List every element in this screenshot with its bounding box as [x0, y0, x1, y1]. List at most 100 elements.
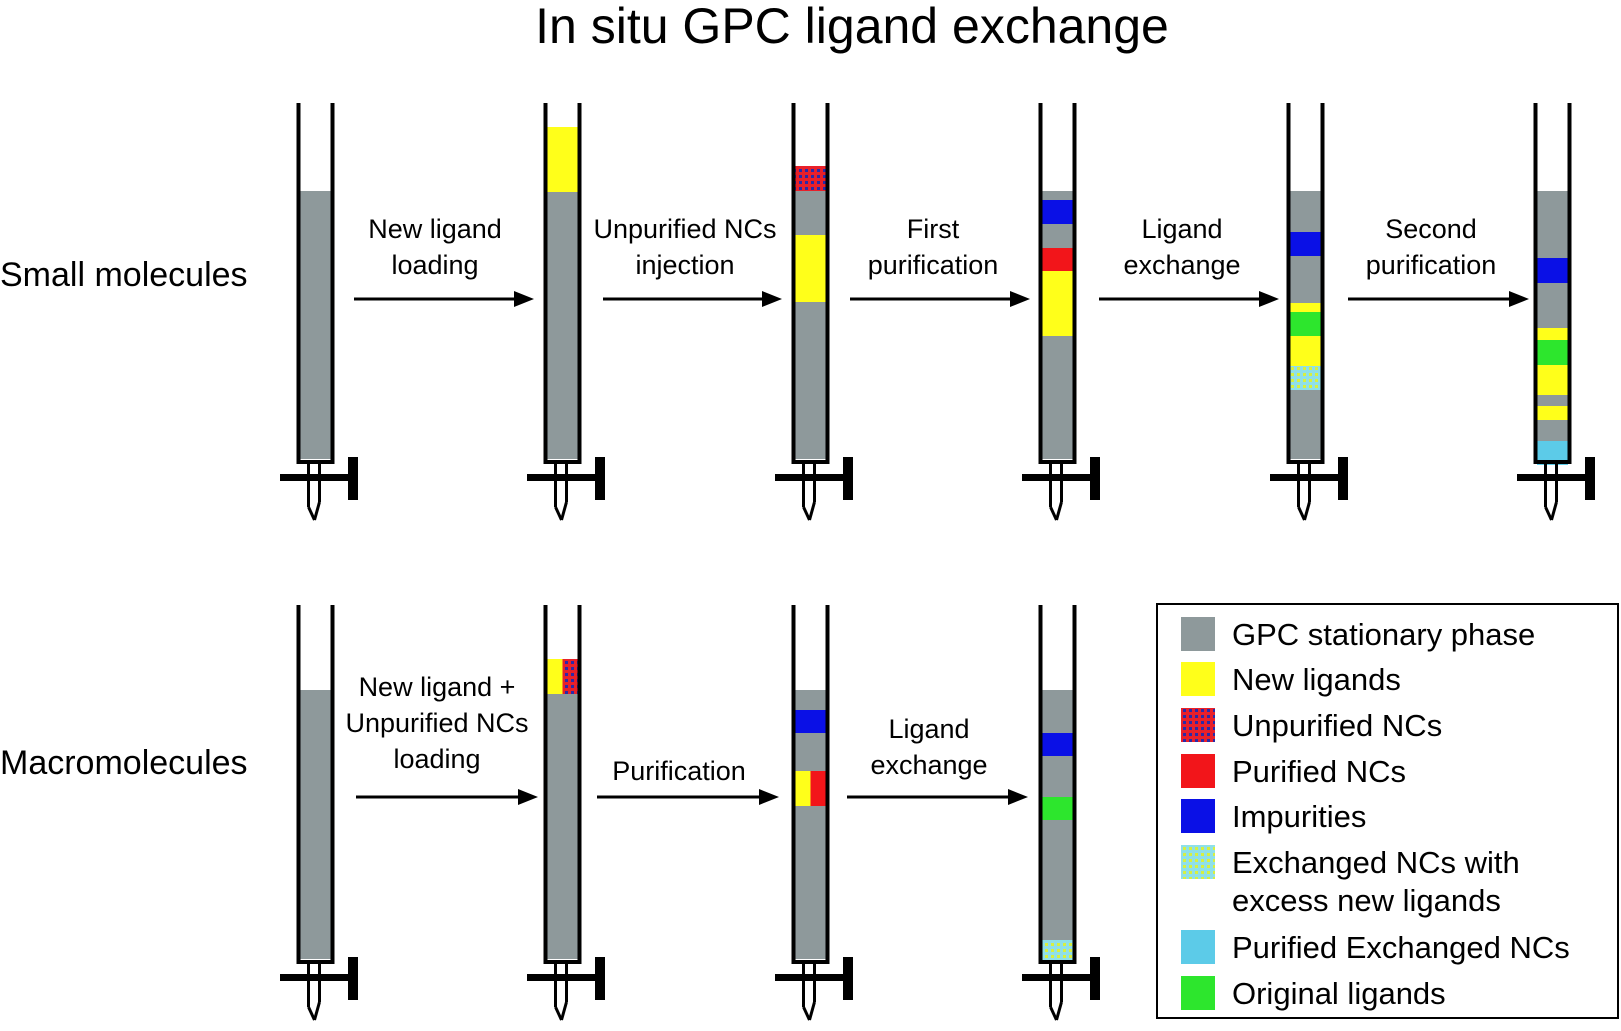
stopcock-handle — [843, 457, 853, 500]
legend-item-original: Original ligands — [1181, 976, 1446, 1011]
legend-label: Purified NCs — [1232, 754, 1406, 789]
gpc-column-r1-c4 — [1022, 103, 1100, 521]
band-new-ligands — [1537, 328, 1568, 340]
column-tip-bevel — [1055, 1001, 1063, 1021]
band-unpurified — [795, 166, 826, 191]
column-tip-bevel — [560, 501, 568, 521]
legend-swatch — [1181, 708, 1215, 742]
column-tip-end — [802, 506, 811, 521]
column-tip-end — [1049, 1006, 1058, 1021]
arrow-head — [1259, 291, 1279, 307]
gpc-column-r2-c1 — [280, 605, 358, 1021]
arrow-r2-s1 — [356, 789, 538, 805]
column-tube — [296, 103, 335, 464]
row-label-small-molecules: Small molecules — [0, 256, 248, 294]
band-exchanged-excess — [1290, 366, 1321, 390]
stopcock-handle — [348, 957, 358, 1000]
column-tube — [791, 605, 830, 964]
legend-item-new-ligands: New ligands — [1181, 662, 1401, 697]
band-impurities — [795, 710, 826, 733]
band-impurities — [1537, 258, 1568, 283]
arrow-r2-s3 — [847, 789, 1028, 805]
band-new-ligands — [547, 127, 578, 192]
column-tip-end — [554, 1006, 563, 1021]
legend-label: Impurities — [1232, 799, 1366, 834]
process-arrows — [354, 291, 1529, 805]
gpc-column-r1-c3 — [775, 103, 853, 521]
legend-swatch — [1181, 845, 1215, 879]
stationary-phase — [300, 690, 331, 959]
band-original — [1537, 340, 1568, 365]
arrow-head — [518, 789, 538, 805]
step-label-r1-s2-line2: injection — [635, 250, 734, 280]
step-label-r2-s3-line1: Ligand — [888, 714, 969, 744]
band-new-ligands — [1042, 271, 1073, 336]
step-label-r2-s2-line1: Purification — [612, 756, 746, 786]
legend-swatch — [1181, 617, 1215, 651]
band-unpurified — [562, 659, 578, 694]
legend-item-purified-exchanged: Purified Exchanged NCs — [1181, 930, 1570, 965]
column-tube — [791, 103, 830, 464]
column-tube — [1038, 605, 1077, 964]
band-new-ligands — [1290, 303, 1321, 312]
legend-label: GPC stationary phase — [1232, 617, 1535, 652]
stationary-phase — [795, 191, 826, 459]
column-tip-bevel — [313, 501, 321, 521]
step-label-r1-s3-line1: First — [907, 214, 960, 244]
arrow-r1-s3 — [850, 291, 1030, 307]
gpc-column-r1-c1 — [280, 103, 358, 521]
step-label-r1-s5-line2: purification — [1366, 250, 1497, 280]
stopcock-bar — [1517, 474, 1591, 481]
stationary-phase — [547, 690, 578, 959]
column-tip-bevel — [560, 1001, 568, 1021]
column-tube — [1038, 103, 1077, 464]
step-label-r2-s1-line1: New ligand + — [359, 672, 516, 702]
step-label-r1-s4-line2: exchange — [1123, 250, 1240, 280]
arrow-r1-s5 — [1348, 291, 1529, 307]
band-purified — [810, 771, 826, 806]
band-new-ligands — [795, 771, 811, 806]
column-tip-bevel — [1303, 501, 1311, 521]
stopcock-bar — [1022, 974, 1096, 981]
column-tip-bevel — [1550, 501, 1558, 521]
arrow-r1-s4 — [1099, 291, 1279, 307]
column-tip-end — [554, 506, 563, 521]
arrow-r1-s2 — [603, 291, 782, 307]
band-new-ligands — [1537, 365, 1568, 395]
stopcock-handle — [595, 957, 605, 1000]
band-new-ligands — [547, 659, 563, 694]
legend-item-stationary: GPC stationary phase — [1181, 617, 1535, 652]
stopcock-handle — [1585, 457, 1595, 500]
column-tip-bevel — [313, 1001, 321, 1021]
stopcock-handle — [843, 957, 853, 1000]
arrow-head — [762, 291, 782, 307]
column-tip-end — [1049, 506, 1058, 521]
stopcock-handle — [1090, 957, 1100, 1000]
arrow-head — [759, 789, 779, 805]
step-label-r1-s1-line2: loading — [391, 250, 478, 280]
gpc-column-r2-c2 — [527, 605, 605, 1021]
step-label-r2-s3-line2: exchange — [870, 750, 987, 780]
column-tip-end — [802, 1006, 811, 1021]
step-label-r1-s2-line1: Unpurified NCs — [593, 214, 776, 244]
band-original — [1042, 797, 1073, 820]
band-new-ligands — [795, 235, 826, 302]
band-original — [1290, 312, 1321, 336]
stopcock-bar — [280, 474, 354, 481]
arrow-r1-s1 — [354, 291, 534, 307]
arrow-head — [1509, 291, 1529, 307]
stationary-phase — [300, 191, 331, 459]
legend-swatch — [1181, 754, 1215, 788]
step-label-r2-s1-line3: loading — [393, 744, 480, 774]
column-tip-bevel — [1055, 501, 1063, 521]
gpc-columns — [280, 103, 1595, 1021]
stopcock-bar — [527, 974, 601, 981]
column-tube — [1286, 103, 1325, 464]
column-tip-bevel — [808, 1001, 816, 1021]
step-label-r1-s3-line2: purification — [868, 250, 999, 280]
column-tip-end — [1297, 506, 1306, 521]
